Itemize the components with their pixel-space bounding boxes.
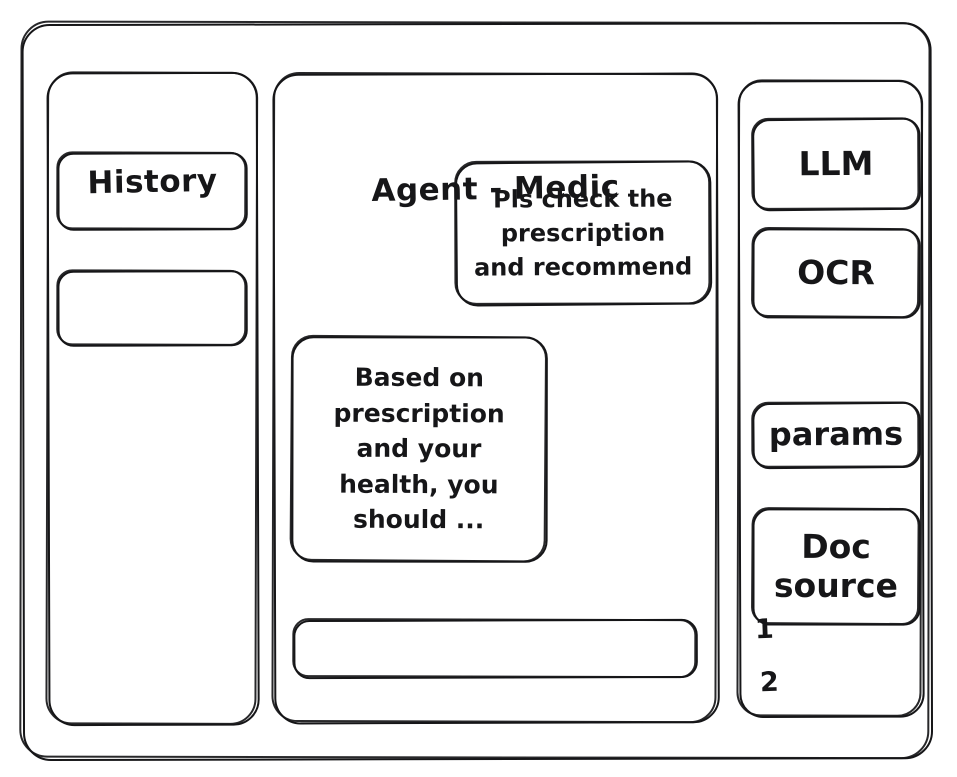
- tool-button-ocr[interactable]: OCR: [752, 228, 920, 319]
- doc-source-ref-1[interactable]: 1: [754, 613, 775, 646]
- tool-button-llm-label: LLM: [798, 143, 874, 183]
- tool-button-doc-source[interactable]: Doc source: [752, 508, 920, 626]
- tool-button-params[interactable]: params: [752, 402, 920, 469]
- user-message-bubble: Pls check the prescription and recommend: [455, 160, 712, 305]
- doc-source-ref-2[interactable]: 2: [759, 666, 780, 699]
- agent-message-bubble: Based on prescription and your health, y…: [291, 335, 548, 562]
- tool-button-llm[interactable]: LLM: [752, 117, 921, 210]
- message-input[interactable]: [293, 619, 697, 678]
- agent-message-text: Based on prescription and your health, y…: [333, 362, 505, 535]
- tool-button-doc-source-label: Doc source: [773, 526, 899, 605]
- history-list-item[interactable]: [57, 152, 247, 230]
- history-list-item[interactable]: [57, 270, 247, 346]
- tool-button-ocr-label: OCR: [797, 252, 875, 292]
- user-message-text: Pls check the prescription and recommend: [473, 184, 693, 282]
- tool-button-params-label: params: [768, 414, 904, 454]
